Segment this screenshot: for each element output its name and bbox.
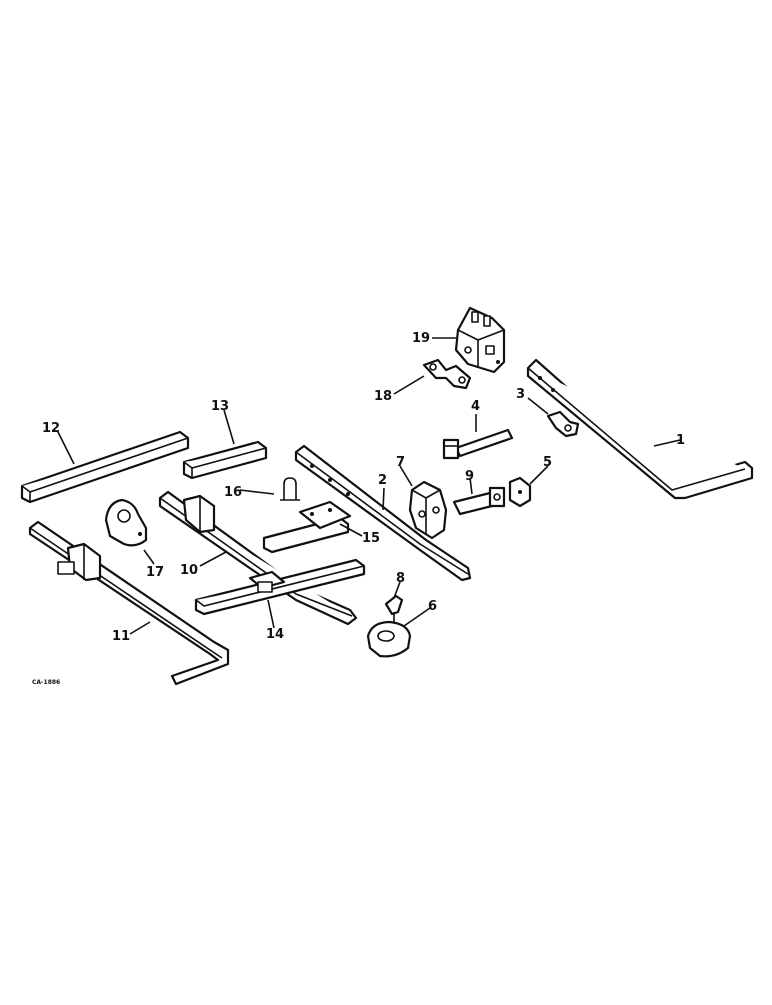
part-3-clamp xyxy=(546,410,580,438)
callout-9: 9 xyxy=(465,469,474,484)
part-4-pin xyxy=(442,428,514,460)
callout-1: 1 xyxy=(676,433,685,448)
callout-6: 6 xyxy=(428,599,437,614)
callout-3: 3 xyxy=(516,387,525,402)
part-13-short-bar xyxy=(182,440,268,480)
callout-12: 12 xyxy=(42,421,60,436)
callouts: 1 2 3 4 5 6 7 8 9 10 11 12 13 14 15 16 1… xyxy=(32,331,685,686)
part-12-long-bar xyxy=(20,430,190,504)
part-5-bracket xyxy=(508,476,532,508)
part-6-collar xyxy=(366,620,412,658)
callout-18: 18 xyxy=(374,389,392,404)
part-19-valve-block xyxy=(454,306,506,374)
part-7-coupler xyxy=(408,480,448,540)
part-2-bent-bar xyxy=(294,444,472,582)
callout-5: 5 xyxy=(543,455,552,470)
callout-15: 15 xyxy=(362,531,380,546)
callout-16: 16 xyxy=(224,485,242,500)
part-15-plate-bar xyxy=(262,500,352,554)
part-1-l-bar xyxy=(526,358,754,500)
part-18-link-bracket xyxy=(422,358,472,390)
callout-14: 14 xyxy=(266,627,284,642)
part-17-swivel xyxy=(104,498,148,547)
part-14-crossbar xyxy=(194,558,366,616)
callout-10: 10 xyxy=(180,563,198,578)
callout-19: 19 xyxy=(412,331,430,346)
part-9-stub-pin xyxy=(452,486,506,516)
diagram-code-label: CA-1886 xyxy=(32,679,60,686)
part-16-u-bolt xyxy=(280,477,300,501)
part-11-l-frame xyxy=(28,520,230,686)
callout-17: 17 xyxy=(146,565,164,580)
callout-11: 11 xyxy=(112,629,130,644)
callout-7: 7 xyxy=(396,455,405,470)
callout-4: 4 xyxy=(471,399,480,414)
callout-13: 13 xyxy=(211,399,229,414)
leader-lines xyxy=(57,337,681,635)
part-8-bolt xyxy=(384,594,404,624)
callout-2: 2 xyxy=(378,473,387,488)
callout-8: 8 xyxy=(396,571,405,586)
